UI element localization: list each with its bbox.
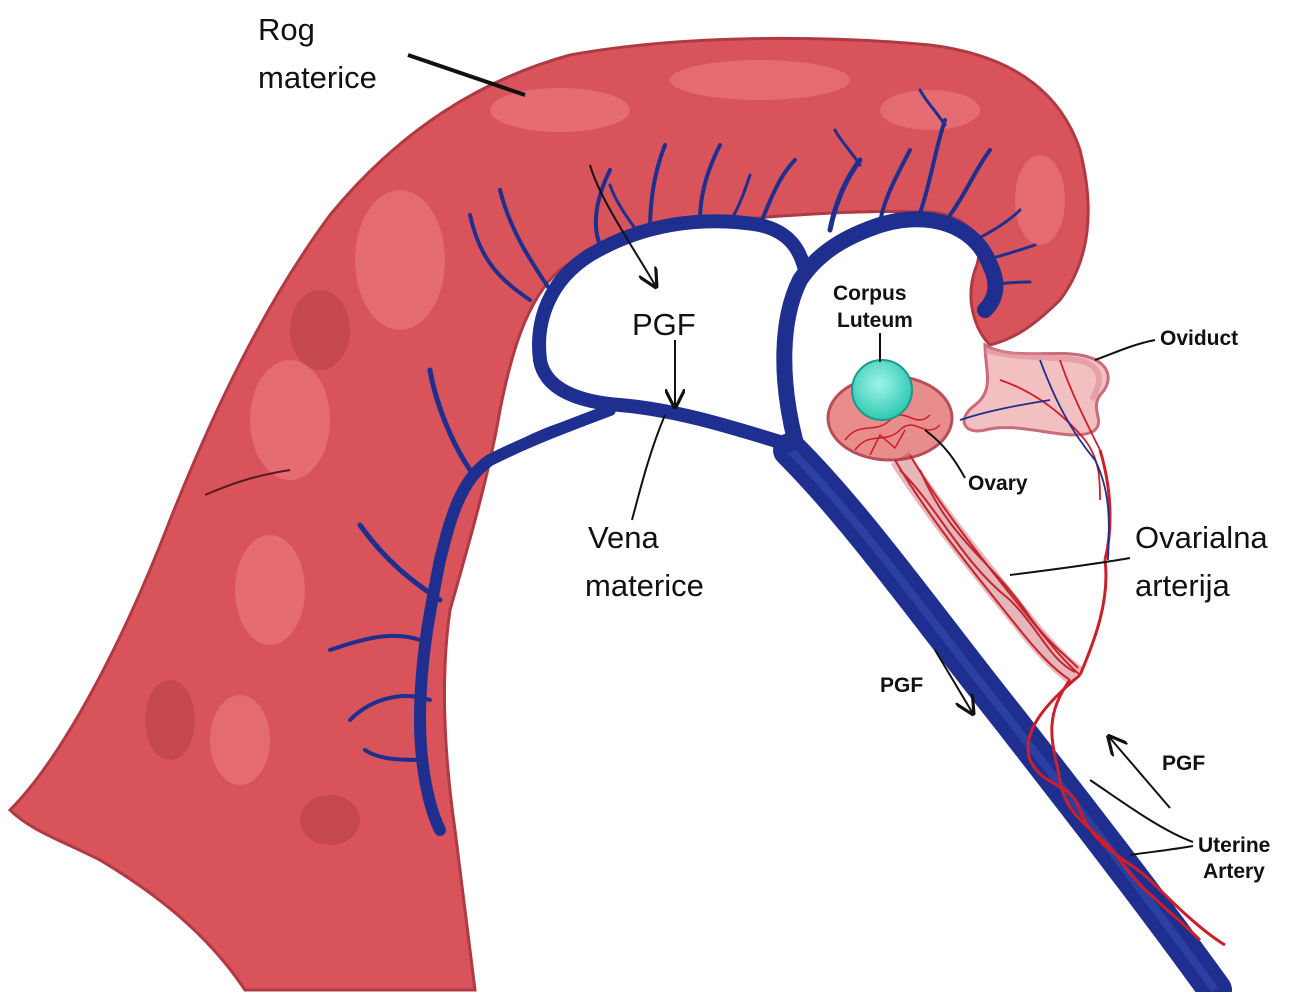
label-ovarialna-line1: Ovarialna	[1135, 520, 1268, 555]
oviduct-leader	[1095, 340, 1155, 360]
label-uterine-line1: Uterine	[1198, 834, 1270, 857]
label-corpus-line2: Luteum	[837, 309, 913, 332]
label-vena-line1: Vena	[588, 520, 659, 555]
label-rog-line1: Rog	[258, 12, 315, 47]
rog-leader	[408, 55, 525, 95]
pgf-arrow-right	[1110, 738, 1170, 808]
ovarialna-leader	[1010, 558, 1130, 575]
label-pgf-left: PGF	[880, 674, 923, 697]
label-pgf-right: PGF	[1162, 752, 1205, 775]
label-corpus-line1: Corpus	[833, 282, 907, 305]
label-uterine-line2: Artery	[1203, 860, 1265, 883]
uterine-leader-2	[1130, 846, 1193, 855]
vena-leader	[632, 415, 665, 520]
label-ovarialna-line2: arterija	[1135, 568, 1231, 603]
label-vena-line2: materice	[585, 568, 704, 603]
label-oviduct: Oviduct	[1160, 327, 1238, 350]
label-rog-line2: materice	[258, 60, 377, 95]
label-ovary: Ovary	[968, 472, 1028, 495]
label-pgf-center: PGF	[632, 307, 696, 342]
corpus-luteum	[852, 360, 912, 420]
